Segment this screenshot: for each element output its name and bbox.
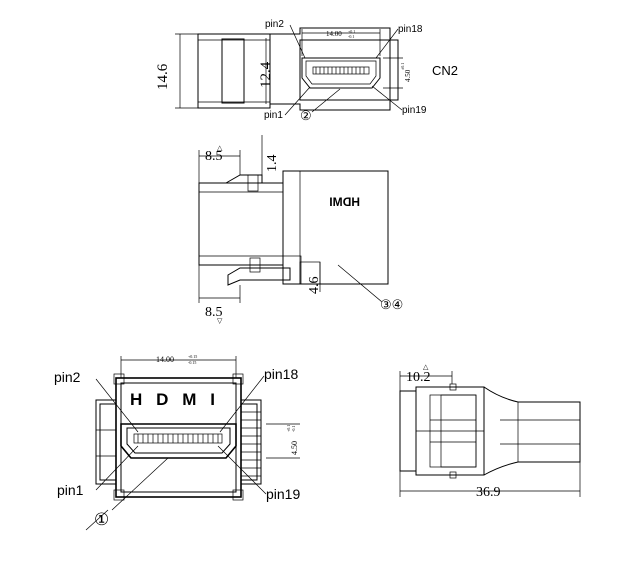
svg-text:△: △ bbox=[423, 363, 429, 371]
front-view-width-tol-lower: -0.15 bbox=[188, 360, 196, 365]
front-view-pin18-label: pin18 bbox=[264, 366, 298, 382]
side-view-head bbox=[282, 170, 389, 285]
svg-text:HDMI: HDMI bbox=[329, 195, 360, 209]
top-view-head bbox=[269, 27, 399, 111]
side-view-body bbox=[198, 182, 284, 266]
top-view-pin2-label: pin2 bbox=[265, 19, 284, 30]
top-view-opening-tol: ±0.1 bbox=[400, 63, 405, 70]
side-view-dim-top: 8.5 bbox=[205, 149, 223, 164]
front-view-pin19-label: pin19 bbox=[266, 486, 300, 502]
side-view-logo: HDMI bbox=[329, 195, 360, 209]
end-view-plug bbox=[483, 386, 581, 476]
svg-text:▽: ▽ bbox=[217, 317, 223, 325]
side-view-latch-top bbox=[225, 174, 263, 184]
side-view: HDMI ③④ 8.5 △ 1.4 8.5 ▽ 4.6 bbox=[198, 135, 403, 325]
front-view-width-dim: 14.00 bbox=[156, 355, 174, 364]
top-view-pin19-label: pin19 bbox=[402, 105, 427, 116]
top-view-width-dim: 14.00 bbox=[326, 30, 342, 38]
top-view-latch bbox=[221, 38, 245, 104]
side-view-dim-small: 1.4 bbox=[265, 155, 280, 173]
top-view-width-tol-lower: -0.1 bbox=[348, 34, 354, 39]
front-view-opening-dim: 4.50 bbox=[290, 441, 299, 455]
end-view: 10.2 △ 36.9 bbox=[399, 363, 581, 500]
front-view-opening-tol-upper: +0.1 bbox=[286, 425, 291, 432]
connector-label: CN2 bbox=[432, 63, 458, 78]
front-view-pin2-label: pin2 bbox=[54, 369, 81, 385]
front-view-callout: ① bbox=[94, 510, 109, 529]
top-view-callout: ② bbox=[300, 108, 312, 123]
side-view-callout: ③④ bbox=[380, 297, 403, 312]
front-view-body bbox=[115, 377, 242, 498]
front-view-port bbox=[120, 423, 237, 459]
front-view: HDMI 14.00 +0.15 -0.15 4.50 +0.1 -0.1 p bbox=[54, 354, 300, 531]
front-view-width-tol-upper: +0.15 bbox=[188, 354, 197, 359]
end-view-dim-top: 10.2 bbox=[406, 370, 431, 385]
svg-text:△: △ bbox=[217, 144, 223, 152]
top-view-pin1-label: pin1 bbox=[264, 110, 283, 121]
top-view-port bbox=[301, 57, 381, 89]
front-view-logo: HDMI bbox=[130, 390, 216, 409]
top-view-height-inner-dim: 12.4 bbox=[258, 61, 274, 88]
end-view-dim-length: 36.9 bbox=[476, 485, 501, 500]
top-view-opening-dim: 4.50 bbox=[404, 69, 412, 82]
front-view-pin1-label: pin1 bbox=[57, 482, 84, 498]
top-view: 14.00 +0.1 -0.1 14.6 12.4 4.50 ±0.1 pin2… bbox=[155, 19, 458, 123]
top-view-height-outer-dim: 14.6 bbox=[155, 63, 171, 90]
side-view-latch-bottom bbox=[227, 267, 291, 286]
side-view-dim-bottom: 8.5 bbox=[205, 305, 223, 320]
top-view-width-tol-upper: +0.1 bbox=[348, 29, 355, 34]
side-view-dim-right: 4.6 bbox=[307, 277, 322, 295]
top-view-pin18-label: pin18 bbox=[398, 24, 423, 35]
front-view-opening-tol-lower: -0.1 bbox=[291, 426, 296, 432]
top-view-face bbox=[299, 39, 391, 101]
